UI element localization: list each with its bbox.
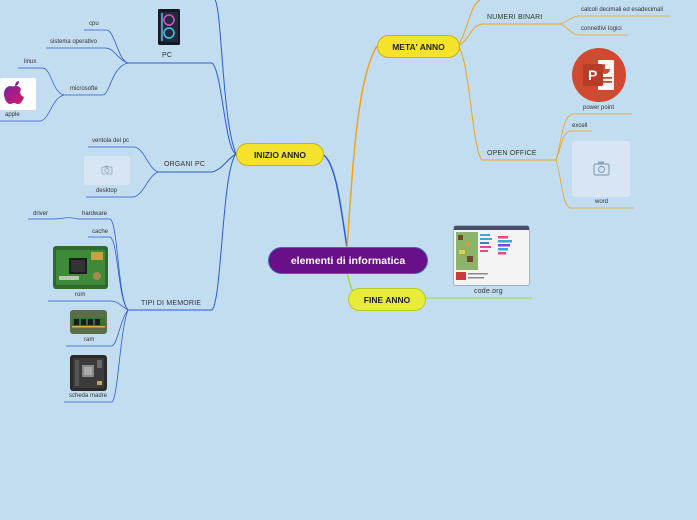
node-rom[interactable]: rom	[75, 292, 86, 298]
node-ram[interactable]: ram	[84, 337, 95, 343]
pc-tower-image	[154, 8, 184, 46]
node-code-org[interactable]: code.org	[474, 288, 503, 295]
svg-text:P: P	[588, 67, 597, 83]
topic-organi-pc[interactable]: ORGANI PC	[164, 161, 206, 168]
ram-module-image	[70, 310, 107, 334]
node-scheda-madre[interactable]: scheda madre	[69, 393, 108, 399]
topic-pc[interactable]: PC	[162, 52, 173, 59]
node-cpu[interactable]: cpu	[89, 21, 99, 27]
branch-meta-anno[interactable]: META' ANNO	[377, 35, 460, 58]
camera-icon	[593, 161, 610, 176]
node-power-point[interactable]: power point	[583, 105, 615, 111]
node-excell[interactable]: excell	[572, 123, 588, 129]
desktop-image-placeholder	[84, 156, 130, 185]
central-topic[interactable]: elementi di informatica	[268, 247, 428, 274]
node-linux[interactable]: linux	[24, 59, 37, 65]
branch-fine-anno[interactable]: FINE ANNO	[348, 288, 426, 311]
code-org-screenshot-image	[453, 225, 530, 286]
node-hardware[interactable]: hardware	[82, 211, 108, 217]
motherboard-image	[70, 355, 107, 391]
node-connettivi[interactable]: connettivi logici	[581, 26, 622, 32]
apple-logo-image	[0, 78, 36, 110]
topic-tipi-di-memorie[interactable]: TIPI DI MEMORIE	[141, 300, 202, 307]
camera-icon	[101, 165, 113, 175]
node-driver[interactable]: driver	[33, 211, 49, 217]
node-word[interactable]: word	[595, 199, 609, 205]
word-image-placeholder	[572, 141, 630, 197]
node-desktop[interactable]: desktop	[96, 188, 118, 194]
node-microsofte[interactable]: microsofte	[70, 86, 98, 92]
powerpoint-logo-image: P	[571, 47, 627, 103]
node-sistema-operativo[interactable]: sistema operativo	[50, 39, 98, 45]
topic-open-office[interactable]: OPEN OFFICE	[487, 150, 537, 157]
topic-numeri-binari[interactable]: NUMERI BINARI	[487, 14, 543, 21]
branch-inizio-anno[interactable]: INIZIO ANNO	[236, 143, 324, 166]
node-calcoli[interactable]: calcoli decimali ed esadecimali	[581, 7, 664, 13]
node-ventola[interactable]: ventola del pc	[92, 138, 130, 144]
node-cache[interactable]: cache	[92, 229, 109, 235]
rom-chip-image	[53, 246, 108, 289]
node-apple[interactable]: apple	[5, 112, 20, 118]
